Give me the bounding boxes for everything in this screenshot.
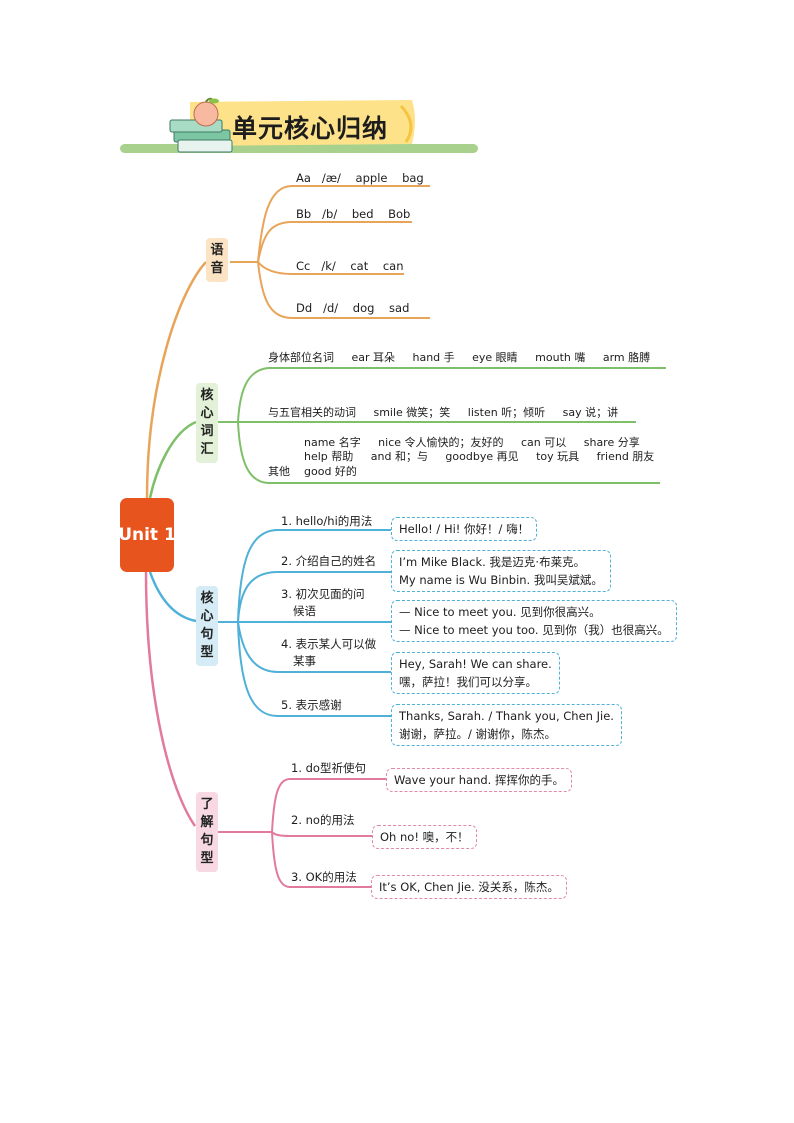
phonics-item: Bb /b/ bed Bob: [296, 207, 411, 221]
branch-line-understand: [144, 571, 197, 827]
vocab-item: 身体部位名词 ear 耳朵 hand 手 eye 眼睛 mouth 嘴 arm …: [268, 351, 651, 364]
understand-example-box: Oh no! 噢，不！: [372, 825, 477, 849]
sentence-example-box: — Nice to meet you. 见到你很高兴。 — Nice to me…: [391, 600, 677, 642]
vocab-connectors: [218, 367, 666, 484]
sentence-example-box: Thanks, Sarah. / Thank you, Chen Jie. 谢谢…: [391, 704, 622, 746]
vocab-item: 与五官相关的动词 smile 微笑；笑 listen 听；倾听 say 说；讲: [268, 406, 619, 419]
sentence-heading: 2. 介绍自己的姓名: [281, 554, 377, 568]
sentence-heading: 1. hello/hi的用法: [281, 514, 373, 528]
understand-connectors: [218, 778, 386, 888]
branch-label-phonics: 语音: [206, 238, 228, 282]
sentence-example-box: I’m Mike Black. 我是迈克·布莱克。 My name is Wu …: [391, 550, 611, 592]
sentence-example-box: Hey, Sarah! We can share. 嘿，萨拉！我们可以分享。: [391, 652, 560, 694]
vocab-other-line: good 好的: [304, 465, 357, 478]
understand-example-box: Wave your hand. 挥挥你的手。: [386, 768, 572, 792]
vocab-other-label: 其他: [268, 465, 290, 478]
sentence-heading: 5. 表示感谢: [281, 698, 342, 712]
vocab-other-line: name 名字 nice 令人愉快的；友好的 can 可以 share 分享: [304, 436, 640, 449]
branch-line-phonics: [145, 261, 207, 499]
phonics-connectors: [230, 185, 430, 319]
phonics-item: Dd /d/ dog sad: [296, 301, 410, 315]
branch-line-vocab: [148, 420, 197, 499]
understand-example-box: It’s OK, Chen Jie. 没关系，陈杰。: [371, 875, 567, 899]
branch-label-vocab: 核心词汇: [196, 383, 218, 463]
understand-heading: 3. OK的用法: [291, 870, 357, 884]
sentence-heading: 4. 表示某人可以做 某事: [281, 637, 377, 668]
phonics-item: Cc /k/ cat can: [296, 259, 404, 273]
understand-heading: 1. do型祈使句: [291, 761, 366, 775]
sentence-connectors: [218, 529, 391, 717]
vocab-other-line: help 帮助 and 和；与 goodbye 再见 toy 玩具 friend…: [304, 450, 655, 463]
branch-line-sentence: [148, 571, 197, 623]
understand-heading: 2. no的用法: [291, 813, 355, 827]
center-node-unit: Unit 1: [118, 498, 176, 572]
branch-label-sentence: 核心句型: [196, 586, 218, 666]
branch-label-understand: 了解句型: [196, 792, 218, 872]
phonics-item: Aa /æ/ apple bag: [296, 171, 424, 185]
page-title: 单元核心归纳: [232, 114, 389, 143]
books-apple-icon: [169, 97, 415, 153]
sentence-heading: 3. 初次见面的问 候语: [281, 587, 365, 618]
sentence-example-box: Hello! / Hi! 你好！/ 嗨！: [391, 517, 538, 541]
